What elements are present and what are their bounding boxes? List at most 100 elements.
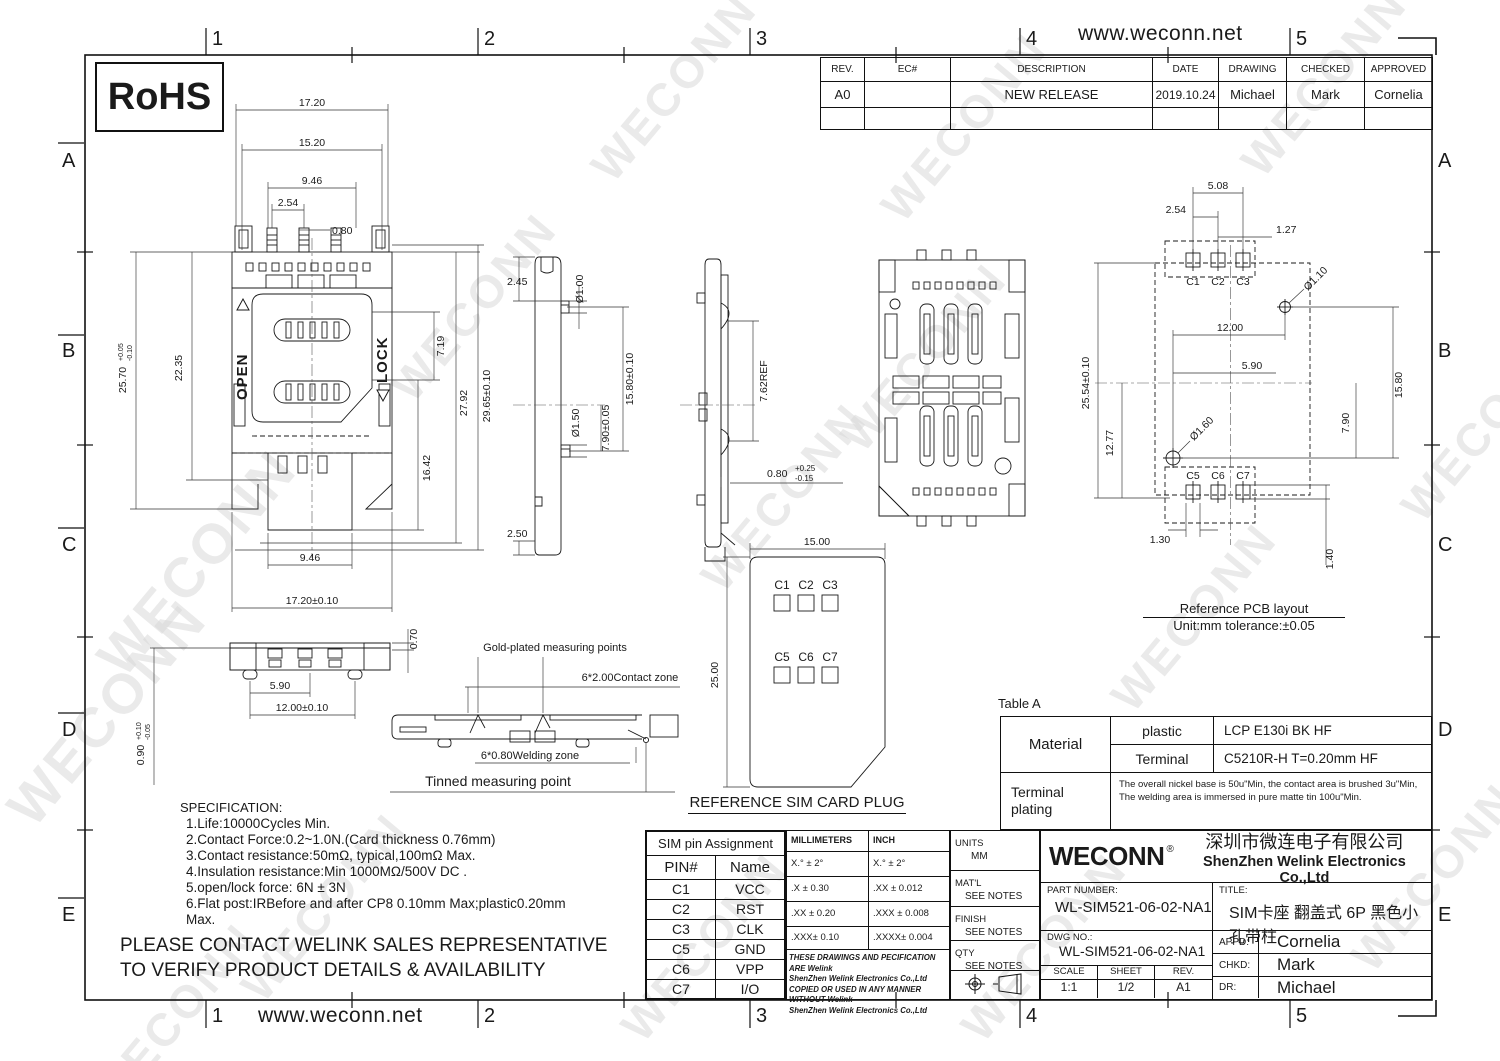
qty-value: SEE NOTES xyxy=(965,961,1023,972)
side-view-body xyxy=(513,256,605,556)
table-a-title: Table A xyxy=(998,696,1041,711)
units-strip: UNITS MM MAT'L SEE NOTES FINISH SEE NOTE… xyxy=(950,830,1040,1000)
plastic-label: plastic xyxy=(1111,717,1214,744)
revision-table: REV. EC# DESCRIPTION DATE DRAWING CHECKE… xyxy=(820,57,1433,130)
spec-line-3: 3.Contact resistance:50mΩ, typical,100mΩ… xyxy=(186,848,476,863)
dim-9-46-top: 9.46 xyxy=(302,175,323,187)
copyright-disclaimer: THESE DRAWINGS AND PECIFICATION ARE Weli… xyxy=(787,950,949,1019)
tol-xx-inch: .XXX ± 0.008 xyxy=(873,908,929,919)
finish-value: SEE NOTES xyxy=(965,927,1023,938)
dim-d1-60: Ø1.60 xyxy=(1188,414,1217,443)
material-label: MAT'L xyxy=(955,878,982,889)
appd-value: Cornelia xyxy=(1277,932,1341,951)
plug-pad-c6: C6 xyxy=(798,650,814,664)
plug-pad-c3: C3 xyxy=(822,578,838,592)
pcb-caption: Reference PCB layout Unit:mm tolerance:±… xyxy=(1143,601,1345,633)
inch-header: INCH xyxy=(873,835,895,845)
checked-header: CHECKED xyxy=(1286,57,1365,82)
dim-1-27: 1.27 xyxy=(1276,224,1297,236)
tol-deg-mm: X.° ± 2° xyxy=(787,852,869,876)
dim-5-90-pcb: 5.90 xyxy=(1242,360,1263,372)
spec-line-6: 6.Flat post:IRBefore and after CP8 0.10m… xyxy=(186,896,566,911)
section-view-drawing: 7.62REF 0.80 +0.25 -0.15 xyxy=(680,258,843,562)
measuring-body xyxy=(391,713,679,748)
drawing-header: DRAWING xyxy=(1218,57,1287,82)
zone-col-2b: 2 xyxy=(484,1005,496,1027)
dim-1-40: 1.40 xyxy=(1324,549,1336,570)
zone-row-Dr: D xyxy=(1438,719,1453,741)
pin-c1: C1 xyxy=(645,878,716,900)
rev-value: A0 xyxy=(820,81,865,108)
tol-xxx-inch: .XXXX± 0.004 xyxy=(873,932,933,943)
dim-25-00: 25.00 xyxy=(709,662,721,688)
title-label: TITLE: xyxy=(1219,885,1248,896)
pcb-pad-c6: C6 xyxy=(1211,470,1225,482)
front-view-open-lock: OPEN LOCK xyxy=(234,297,391,403)
pin-col-header: PIN# xyxy=(645,854,716,880)
dim-0-90-lower-tol: -0.05 xyxy=(145,724,152,740)
dim-0-80-lower-tol: -0.15 xyxy=(795,474,814,483)
pcb-pad-c1: C1 xyxy=(1186,276,1200,288)
front-view-drawing: OPEN LOCK 17.20 15.20 9.46 2.54 0.80 25.… xyxy=(117,97,493,612)
dim-0-90: 0.90 xyxy=(135,745,147,766)
spec-line-4: 4.Insulation resistance:Min 1000MΩ/500V … xyxy=(186,864,467,879)
bottom-view-body xyxy=(229,642,391,680)
dim-0-80: 0.80 xyxy=(332,225,353,237)
disclaimer-line1: THESE DRAWINGS AND PECIFICATION ARE Weli… xyxy=(789,953,936,973)
side-view-drawing: 2.45 Ø1.00 15.80±0.10 Ø1.50 7.90±0.05 2.… xyxy=(507,256,636,556)
pin-c7: C7 xyxy=(645,978,716,1000)
part-number-label: PART NUMBER: xyxy=(1047,885,1118,896)
frame-border xyxy=(84,37,1437,1017)
sim-card-outline xyxy=(749,556,886,788)
dim-5-90-bv: 5.90 xyxy=(270,680,291,692)
zone-col-4b: 4 xyxy=(1026,1005,1038,1027)
pcb-outline xyxy=(1095,240,1312,545)
pin-c2-name: RST xyxy=(715,898,786,920)
plating-spec-line1: The overall nickel base is 50u"Min, the … xyxy=(1119,779,1418,790)
zone-row-C: C xyxy=(62,534,77,556)
pcb-dimensions: 5.08 2.54 1.27 C1 C2 C3 Ø1.10 12.00 5.90… xyxy=(1080,180,1405,569)
contact-zone-label: 6*2.00Contact zone xyxy=(582,672,679,684)
dim-12-00: 12.00 xyxy=(1217,322,1243,334)
disclaimer-line3: COPIED OR USED IN ANY MANNER WITHOUT Wel… xyxy=(789,984,922,1005)
dim-d1-10: Ø1.10 xyxy=(1302,264,1331,293)
gold-plated-label: Gold-plated measuring points xyxy=(483,642,627,654)
company-name-en: ShenZhen Welink Electronics Co.,Ltd xyxy=(1203,853,1406,886)
dim-25-70: 25.70 xyxy=(117,367,129,393)
section-view-dimensions: 7.62REF 0.80 +0.25 -0.15 xyxy=(720,320,843,487)
dim-27-92: 27.92 xyxy=(458,390,470,416)
dim-7-90-tol: 7.90±0.05 xyxy=(600,405,612,452)
dim-0-90-upper-tol: +0.10 xyxy=(136,722,143,740)
dim-0-80-sec: 0.80 xyxy=(767,468,788,480)
measuring-view-drawing: Gold-plated measuring points 6*2.00Conta… xyxy=(390,642,680,793)
zone-row-Ar: A xyxy=(1438,150,1452,172)
measuring-annotations: Gold-plated measuring points 6*2.00Conta… xyxy=(390,642,680,793)
millimeters-header: MILLIMETERS xyxy=(787,831,869,851)
dim-12-77: 12.77 xyxy=(1104,430,1116,456)
zone-row-E: E xyxy=(62,904,76,926)
plug-pad-c2: C2 xyxy=(798,578,814,592)
material-row-label: Material xyxy=(1001,717,1111,772)
plating-label-line2: plating xyxy=(1011,801,1053,817)
dim-25-70-upper-tol: +0.05 xyxy=(118,343,125,361)
table-a: Material plastic LCP E130i BK HF Termina… xyxy=(1000,716,1432,830)
weconn-logo: WECONN xyxy=(1049,841,1165,871)
dwg-no-label: DWG NO.: xyxy=(1047,932,1093,943)
pcb-caption-line1: Reference PCB layout xyxy=(1143,601,1345,618)
front-view-dimensions: 17.20 15.20 9.46 2.54 0.80 25.70 +0.05 -… xyxy=(117,97,493,612)
pcb-pad-c7: C7 xyxy=(1236,470,1250,482)
rev-label: REV. xyxy=(1172,966,1195,977)
disclaimer-line4: ShenZhen Welink Electronics Co.,Ltd xyxy=(789,1005,928,1015)
spec-line-7: Max. xyxy=(186,912,216,927)
contact-note-line2: TO VERIFY PRODUCT DETAILS & AVAILABILITY xyxy=(120,960,546,981)
zone-col-2: 2 xyxy=(484,28,496,50)
company-name-cn: 深圳市微连电子有限公司 xyxy=(1205,831,1404,852)
tol-xxx-mm: .XXX± 0.10 xyxy=(787,927,869,949)
qty-label: QTY xyxy=(955,948,975,959)
dr-value: Michael xyxy=(1277,977,1336,997)
ec-value xyxy=(864,81,951,108)
dim-2-45: 2.45 xyxy=(507,276,528,288)
dim-16-42: 16.42 xyxy=(421,455,433,481)
